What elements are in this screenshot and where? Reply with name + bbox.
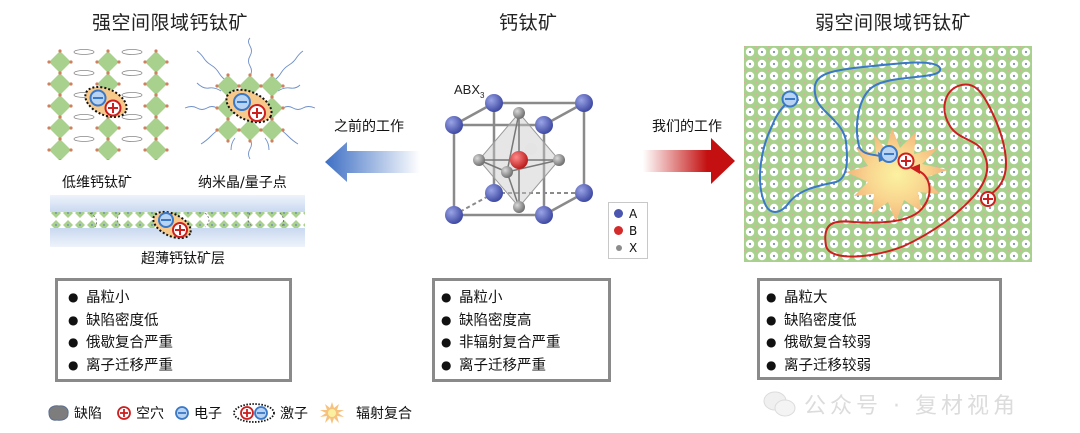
property-item: 晶粒小 [441, 287, 608, 310]
property-item: 俄歇复合严重 [68, 332, 289, 355]
exciton-icon [84, 85, 128, 119]
radiative-recombination-icon [846, 128, 948, 222]
label-low-dim: 低维钙钛矿 [62, 175, 132, 191]
ultrathin-layer-diagram [50, 195, 305, 247]
label-previous-work: 之前的工作 [334, 119, 404, 135]
ligand-chains [184, 37, 316, 160]
property-item: 晶粒大 [766, 287, 999, 310]
property-item: 缺陷密度低 [766, 310, 999, 333]
label-our-work: 我们的工作 [652, 119, 722, 135]
watermark: 公众号 · 复材视角 [762, 388, 1019, 420]
atom-legend-item-b: B [609, 222, 647, 239]
electron-icon [781, 90, 799, 108]
title-perovskite: 钙钛矿 [499, 12, 558, 34]
properties-box-strong: 晶粒小 缺陷密度低 俄歇复合严重 离子迁移严重 [55, 278, 292, 382]
electron-path [759, 61, 942, 213]
electron-icon [175, 406, 189, 420]
x-atom-icon [616, 244, 622, 251]
electron-icon [880, 145, 898, 163]
atom-legend-item-x: X [609, 239, 647, 256]
defect-icon [48, 405, 69, 421]
formula-label: ABX3 [454, 82, 485, 100]
exciton-icon [152, 210, 192, 240]
property-item: 离子迁移严重 [441, 355, 608, 378]
properties-box-perovskite: 晶粒小 缺陷密度高 非辐射复合严重 离子迁移严重 [432, 278, 611, 382]
legend-item-radiative: 辐射复合 [318, 401, 412, 425]
label-nanocrystal: 纳米晶/量子点 [198, 175, 287, 191]
low-dim-perovskite-diagram [47, 49, 169, 160]
legend-item-defect: 缺陷 [46, 403, 102, 423]
hole-path [824, 83, 1008, 258]
weak-confinement-lattice-diagram [744, 46, 1032, 262]
a-atom-icon [614, 209, 623, 218]
perovskite-unit-cell-diagram: ABX3 [445, 82, 593, 224]
legend-item-hole: 空穴 [116, 403, 164, 423]
property-item: 缺陷密度高 [441, 310, 608, 333]
title-strong-confinement: 强空间限域钙钛矿 [92, 12, 249, 34]
property-item: 离子迁移较弱 [766, 355, 999, 378]
a-site-atoms [445, 94, 593, 224]
x-site-atoms [473, 107, 565, 213]
property-item: 非辐射复合严重 [441, 332, 608, 355]
nanocrystal-diagram [184, 37, 316, 160]
b-atom-icon [614, 226, 623, 235]
atom-legend-item-a: A [609, 205, 647, 222]
legend-item-exciton: 激子 [232, 402, 308, 424]
arrow-our-work-icon [643, 138, 735, 184]
arrow-previous-work-icon [325, 142, 420, 182]
exciton-icon [225, 88, 273, 124]
exciton-icon [233, 403, 275, 423]
hole-icon [117, 406, 131, 420]
atom-legend: A B X [608, 202, 648, 259]
hole-icon [980, 191, 996, 207]
legend-item-electron: 电子 [174, 403, 222, 423]
wechat-icon [763, 391, 796, 417]
property-item: 俄歇复合较弱 [766, 332, 999, 355]
property-item: 离子迁移严重 [68, 355, 289, 378]
property-item: 晶粒小 [68, 287, 289, 310]
property-item: 缺陷密度低 [68, 310, 289, 333]
label-ultrathin: 超薄钙钛矿层 [141, 251, 225, 267]
symbol-legend: 缺陷 空穴 电子 激子 辐射复合 [46, 401, 422, 425]
radiative-recombination-icon [320, 402, 344, 424]
title-weak-confinement: 弱空间限域钙钛矿 [815, 12, 972, 34]
b-site-atom [510, 151, 528, 169]
hole-icon [897, 152, 915, 170]
properties-box-weak: 晶粒大 缺陷密度低 俄歇复合较弱 离子迁移较弱 [757, 278, 1002, 380]
